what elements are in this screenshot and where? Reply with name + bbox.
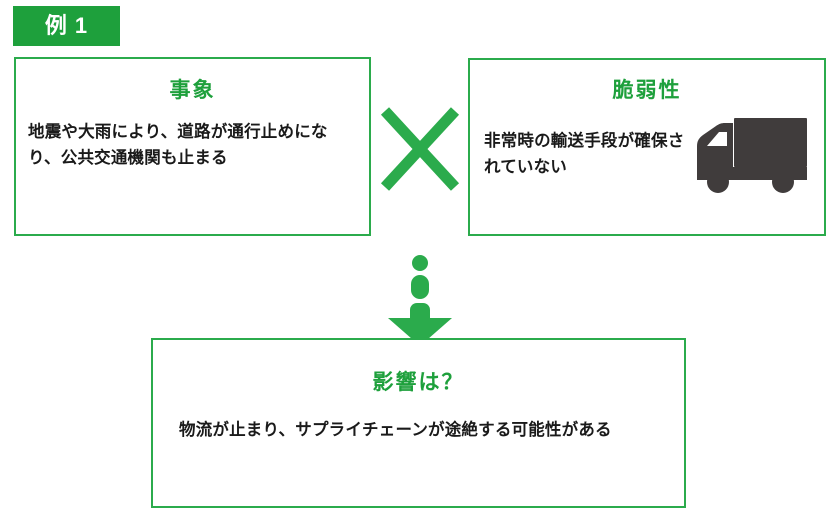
impact-card-body: 物流が止まり、サプライチェーンが途絶する可能性がある	[179, 421, 612, 439]
event-card-title: 事象	[169, 79, 216, 102]
event-card: 事象 地震や大雨により、道路が通行止めになり、公共交通機関も止まる	[14, 57, 371, 236]
event-card-body: 地震や大雨により、道路が通行止めになり、公共交通機関も止まる	[28, 123, 328, 167]
vulnerability-card: 脆弱性 非常時の輸送手段が確保されていない	[468, 58, 826, 236]
vulnerability-card-body: 非常時の輸送手段が確保されていない	[484, 132, 685, 176]
multiply-icon	[380, 106, 460, 192]
down-arrow-icon	[386, 254, 454, 348]
vulnerability-card-title: 脆弱性	[612, 79, 682, 102]
impact-card-title: 影響は？	[372, 371, 465, 394]
example-badge: 例 1	[13, 6, 120, 46]
truck-icon	[689, 116, 809, 194]
impact-card: 影響は？ 物流が止まり、サプライチェーンが途絶する可能性がある	[151, 338, 686, 508]
